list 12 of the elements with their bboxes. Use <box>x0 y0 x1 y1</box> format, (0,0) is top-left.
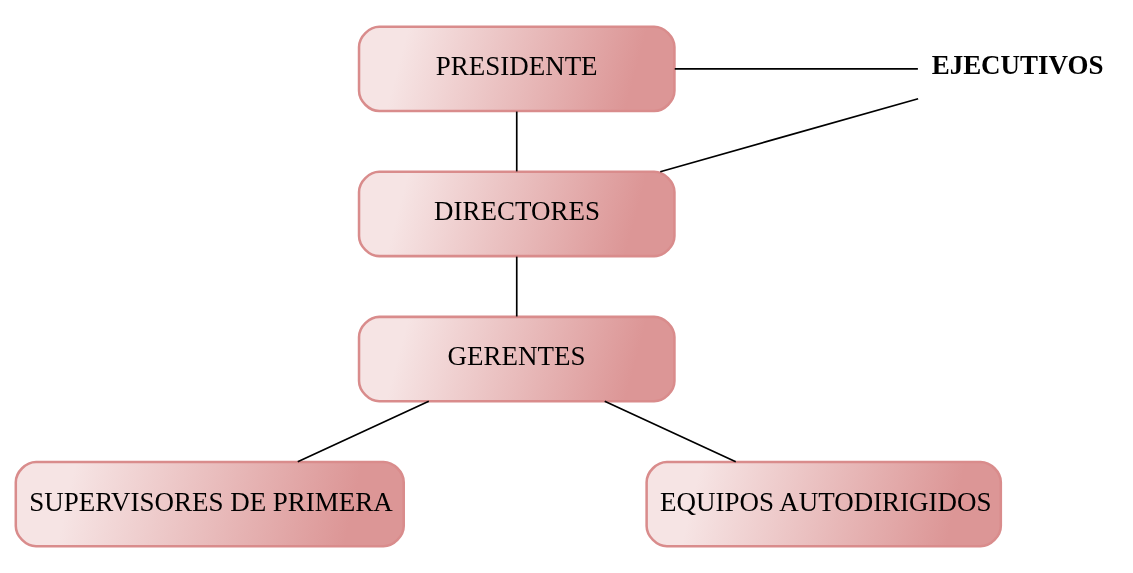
connector <box>515 255 518 318</box>
node-text: EJECUTIVOS <box>931 49 1104 80</box>
node-box: PRESIDENTE <box>357 25 676 113</box>
connector <box>603 400 737 463</box>
node-box: DIRECTORES <box>357 170 676 258</box>
connector <box>515 110 518 173</box>
connector <box>673 68 919 70</box>
connector <box>296 400 430 463</box>
node-box: EQUIPOS AUTODIRIGIDOS <box>645 460 1003 548</box>
node-box: GERENTES <box>357 315 676 403</box>
connector <box>659 97 919 173</box>
node-box: SUPERVISORES DE PRIMERA <box>14 460 405 548</box>
